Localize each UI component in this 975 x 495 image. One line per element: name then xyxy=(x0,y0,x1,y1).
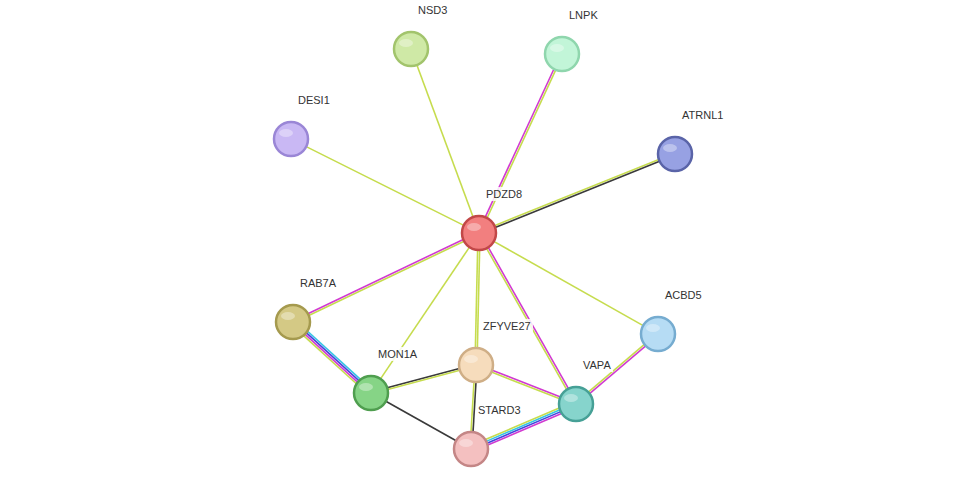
protein-name: MON1A xyxy=(376,347,419,361)
node-circle xyxy=(543,35,581,73)
node-circle xyxy=(639,315,677,353)
protein-name: NSD3 xyxy=(416,3,449,17)
protein-node: ACBD5 xyxy=(639,315,677,353)
node-circle xyxy=(392,30,430,68)
interaction-edge xyxy=(304,331,361,384)
evidence-line xyxy=(308,331,361,379)
node-circle xyxy=(352,374,390,412)
interaction-edge xyxy=(386,401,456,440)
evidence-line xyxy=(386,401,456,440)
protein-node: MON1A xyxy=(352,374,390,412)
protein-name: DESI1 xyxy=(296,93,332,107)
node-circle xyxy=(457,346,495,384)
evidence-line xyxy=(488,413,562,445)
evidence-line xyxy=(417,65,473,217)
evidence-line xyxy=(304,336,357,384)
interaction-edge xyxy=(491,370,560,399)
evidence-line xyxy=(387,368,459,387)
evidence-line xyxy=(494,241,643,325)
node-circle xyxy=(272,120,310,158)
protein-node: PDZD8 xyxy=(460,214,498,252)
protein-node: LNPK xyxy=(543,35,581,73)
interaction-edge xyxy=(417,65,473,217)
protein-name: ACBD5 xyxy=(663,288,704,302)
interaction-edge xyxy=(494,241,643,325)
evidence-line xyxy=(471,382,474,432)
evidence-line xyxy=(492,370,560,397)
protein-name: PDZD8 xyxy=(484,187,524,201)
protein-name: STARD3 xyxy=(476,403,523,417)
node-circle xyxy=(452,430,490,468)
interaction-edge xyxy=(387,368,460,389)
protein-node: STARD3 xyxy=(452,430,490,468)
protein-node: ZFYVE27 xyxy=(457,346,495,384)
protein-name: LNPK xyxy=(567,8,600,22)
protein-node: VAPA xyxy=(557,385,595,423)
evidence-line xyxy=(306,147,464,226)
evidence-line xyxy=(306,333,359,381)
protein-name: VAPA xyxy=(581,358,613,372)
protein-node: RAB7A xyxy=(274,303,312,341)
node-circle xyxy=(460,214,498,252)
protein-name: ZFYVE27 xyxy=(481,319,533,333)
interaction-edge xyxy=(306,147,464,226)
evidence-line xyxy=(491,372,559,399)
protein-name: RAB7A xyxy=(298,276,338,290)
node-circle xyxy=(656,135,694,173)
node-circle xyxy=(274,303,312,341)
evidence-line xyxy=(388,370,460,389)
node-circle xyxy=(557,385,595,423)
evidence-line xyxy=(488,247,568,388)
protein-node: DESI1 xyxy=(272,120,310,158)
protein-name: ATRNL1 xyxy=(680,108,725,122)
protein-node: NSD3 xyxy=(392,30,430,68)
evidence-line xyxy=(475,250,477,348)
protein-node: ATRNL1 xyxy=(656,135,694,173)
evidence-line xyxy=(305,334,358,382)
interaction-edge xyxy=(475,250,479,348)
